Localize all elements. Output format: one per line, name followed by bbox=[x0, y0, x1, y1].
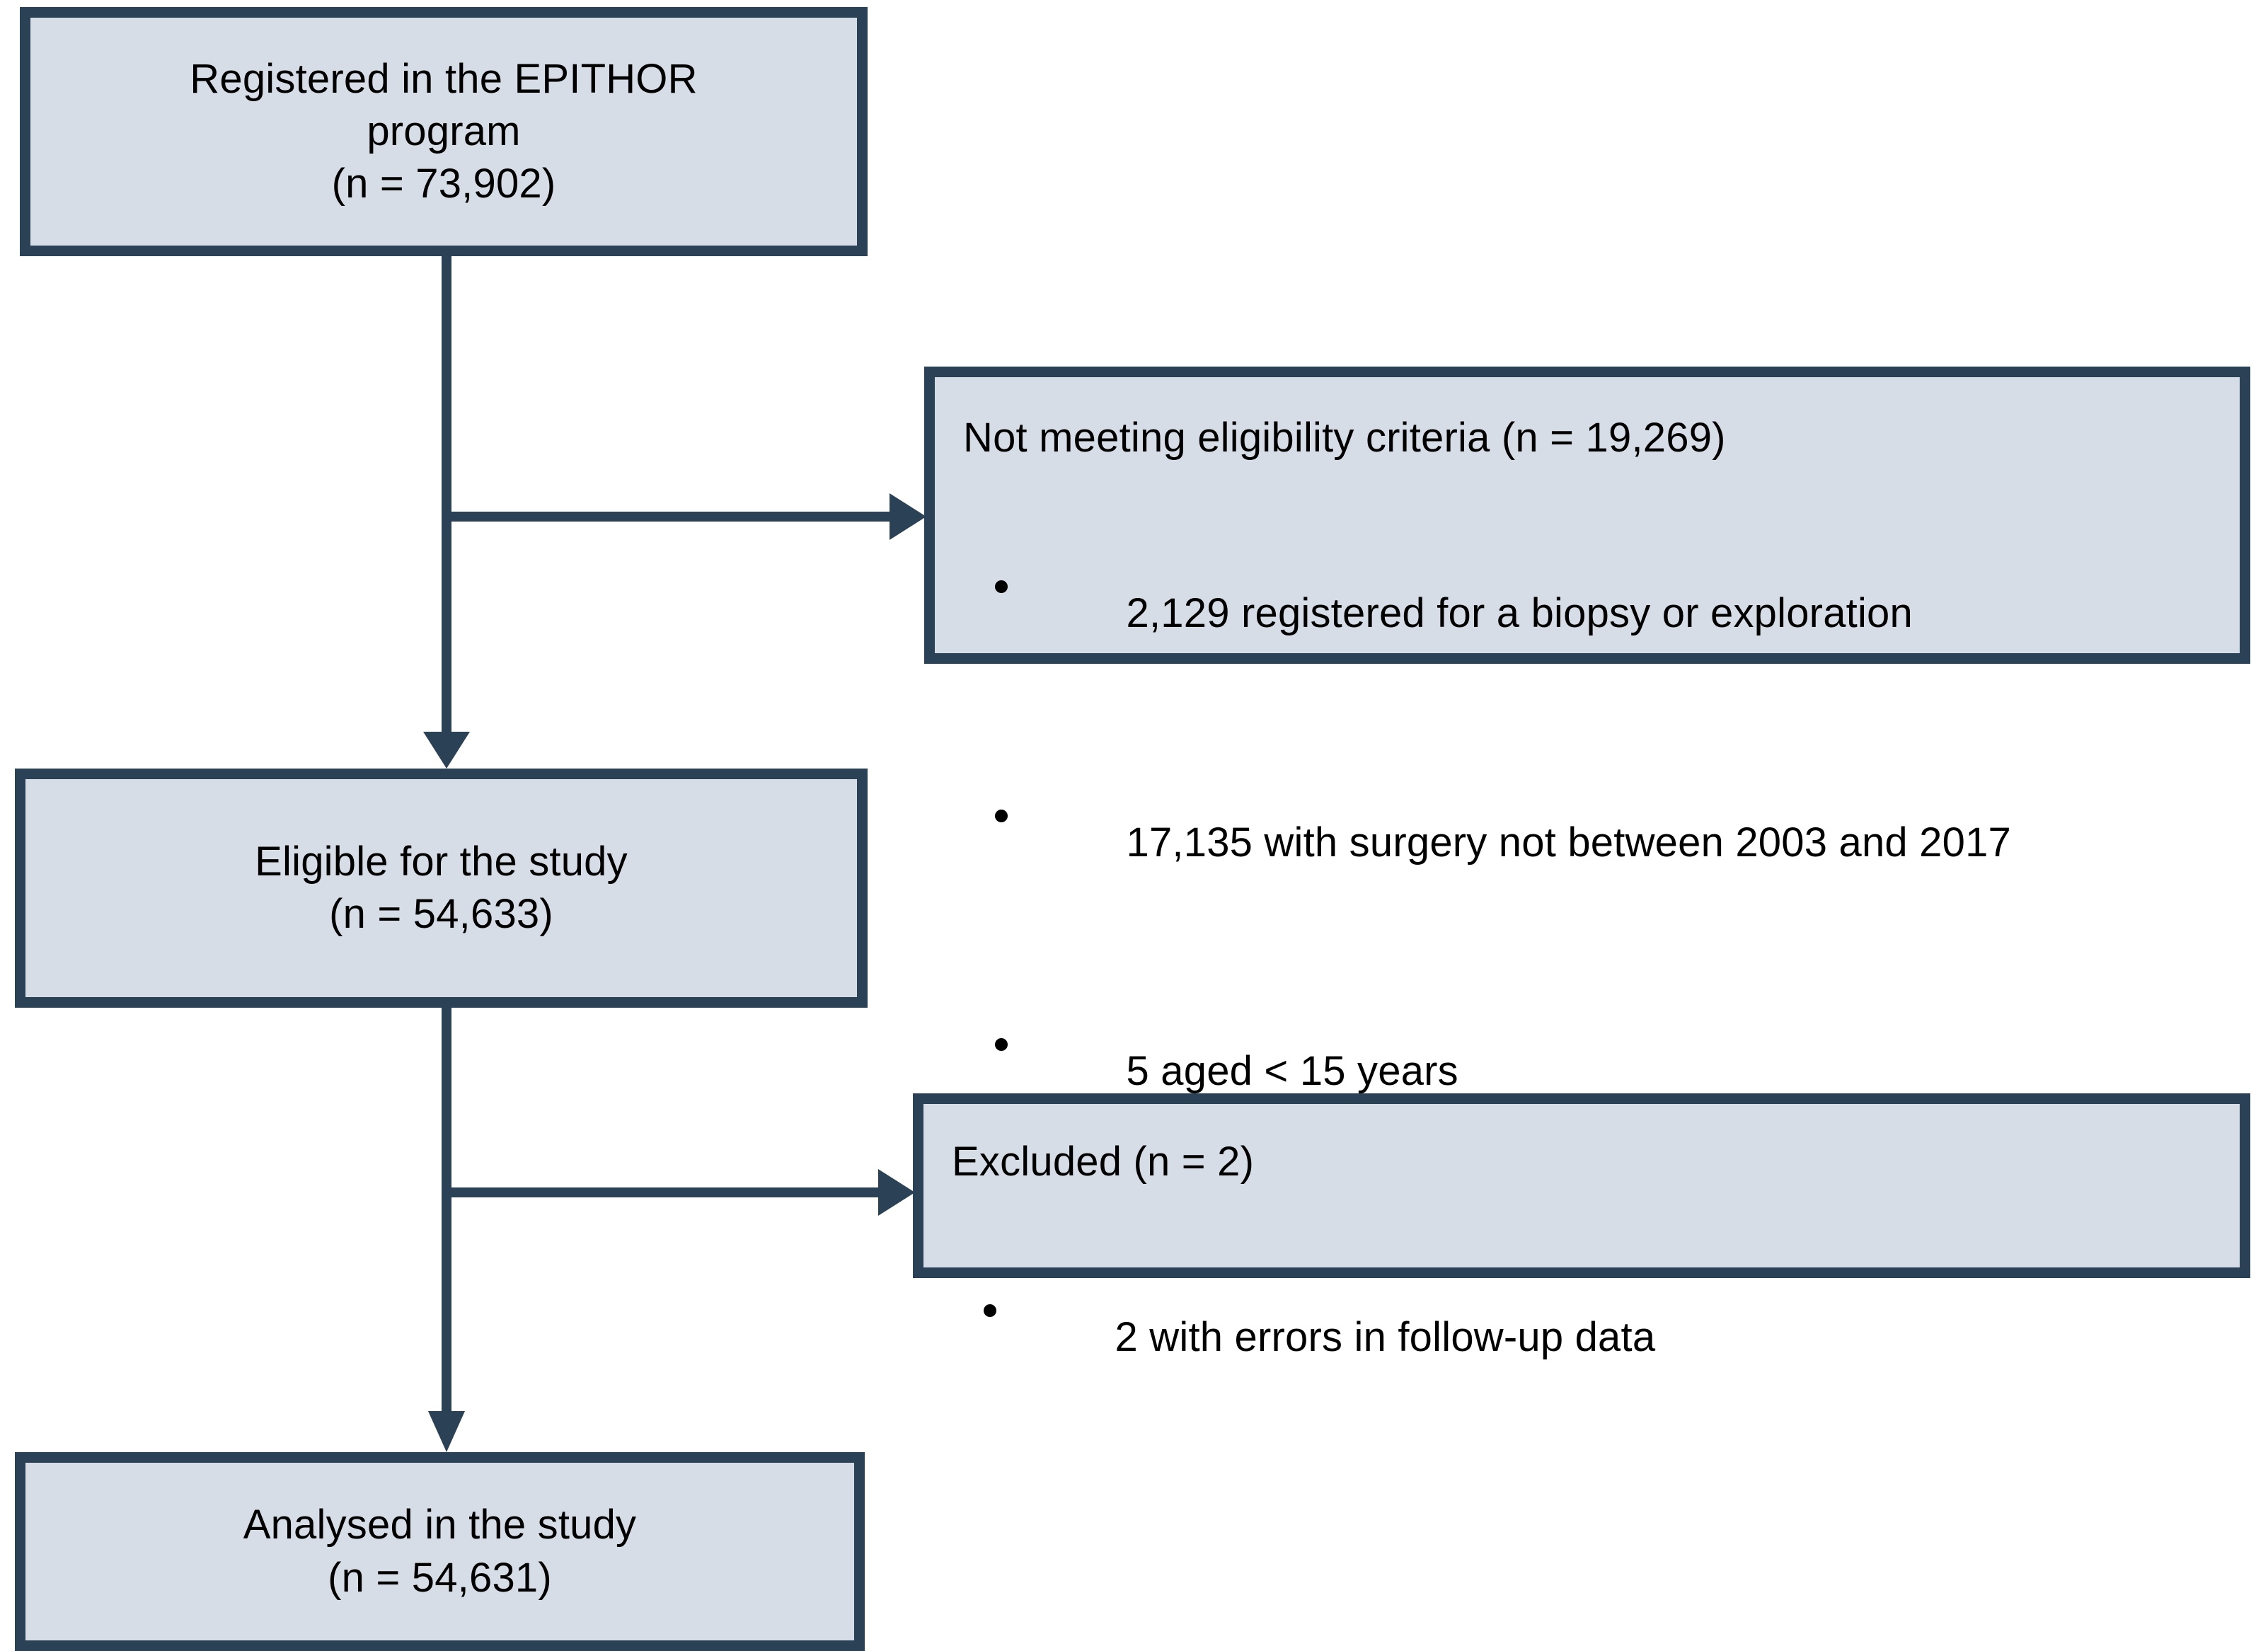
node-registered-line-3: (n = 73,902) bbox=[331, 161, 556, 207]
bullet-icon bbox=[984, 1304, 996, 1318]
node-analysed-box: Analysed in the study (n = 54,631) bbox=[15, 1452, 865, 1651]
node-analysed-line-1: Analysed in the study bbox=[243, 1502, 637, 1548]
node-eligible-line-1: Eligible for the study bbox=[255, 838, 628, 885]
node-not-eligible-bullet-list: 2,129 registered for a biopsy or explora… bbox=[963, 464, 2211, 1151]
node-excluded-heading: Excluded (n = 2) bbox=[952, 1139, 1255, 1185]
list-item-label: 17,135 with surgery not between 2003 and… bbox=[1126, 819, 2011, 865]
list-item-label: 5 aged < 15 years bbox=[1126, 1048, 1458, 1095]
node-registered-line-2: program bbox=[367, 108, 521, 154]
node-excluded-box: Excluded (n = 2) 2 with errors in follow… bbox=[913, 1093, 2250, 1360]
list-item: 2,129 registered for a biopsy or explora… bbox=[963, 480, 2211, 694]
bullet-icon bbox=[995, 580, 1008, 594]
bullet-icon bbox=[995, 809, 1008, 822]
node-not-eligible-heading: Not meeting eligibility criteria (n = 19… bbox=[963, 415, 1726, 461]
list-item: 5 aged < 15 years bbox=[963, 938, 2211, 1152]
connector-eligible-to-analysed-line bbox=[442, 1008, 451, 1411]
list-item: 2 with errors in follow-up data bbox=[952, 1204, 2211, 1417]
node-registered-line-1: Registered in the EPITHOR bbox=[190, 55, 698, 102]
connector-registered-to-not-eligible-line bbox=[447, 512, 892, 522]
connector-registered-to-eligible-line bbox=[442, 256, 451, 732]
connector-eligible-to-excluded-line bbox=[447, 1187, 880, 1197]
node-eligible-box: Eligible for the study (n = 54,633) bbox=[15, 769, 868, 1008]
node-excluded-bullet-list: 2 with errors in follow-up data bbox=[952, 1188, 2211, 1417]
node-analysed-line-2: (n = 54,631) bbox=[328, 1554, 552, 1601]
connector-eligible-to-excluded-arrowhead bbox=[878, 1169, 915, 1216]
list-item-label: 2 with errors in follow-up data bbox=[1115, 1314, 1656, 1361]
connector-eligible-to-analysed-arrowhead bbox=[428, 1411, 465, 1452]
connector-registered-to-not-eligible-arrowhead bbox=[890, 493, 926, 540]
node-not-eligible-box: Not meeting eligibility criteria (n = 19… bbox=[924, 367, 2250, 1094]
list-item-label: 2,129 registered for a biopsy or explora… bbox=[1126, 590, 1913, 637]
bullet-icon bbox=[995, 1038, 1008, 1052]
list-item: 17,135 with surgery not between 2003 and… bbox=[963, 709, 2211, 923]
connector-registered-to-eligible-arrowhead bbox=[423, 732, 470, 769]
node-registered-box: Registered in the EPITHOR program (n = 7… bbox=[20, 7, 868, 256]
node-eligible-line-2: (n = 54,633) bbox=[329, 891, 553, 937]
